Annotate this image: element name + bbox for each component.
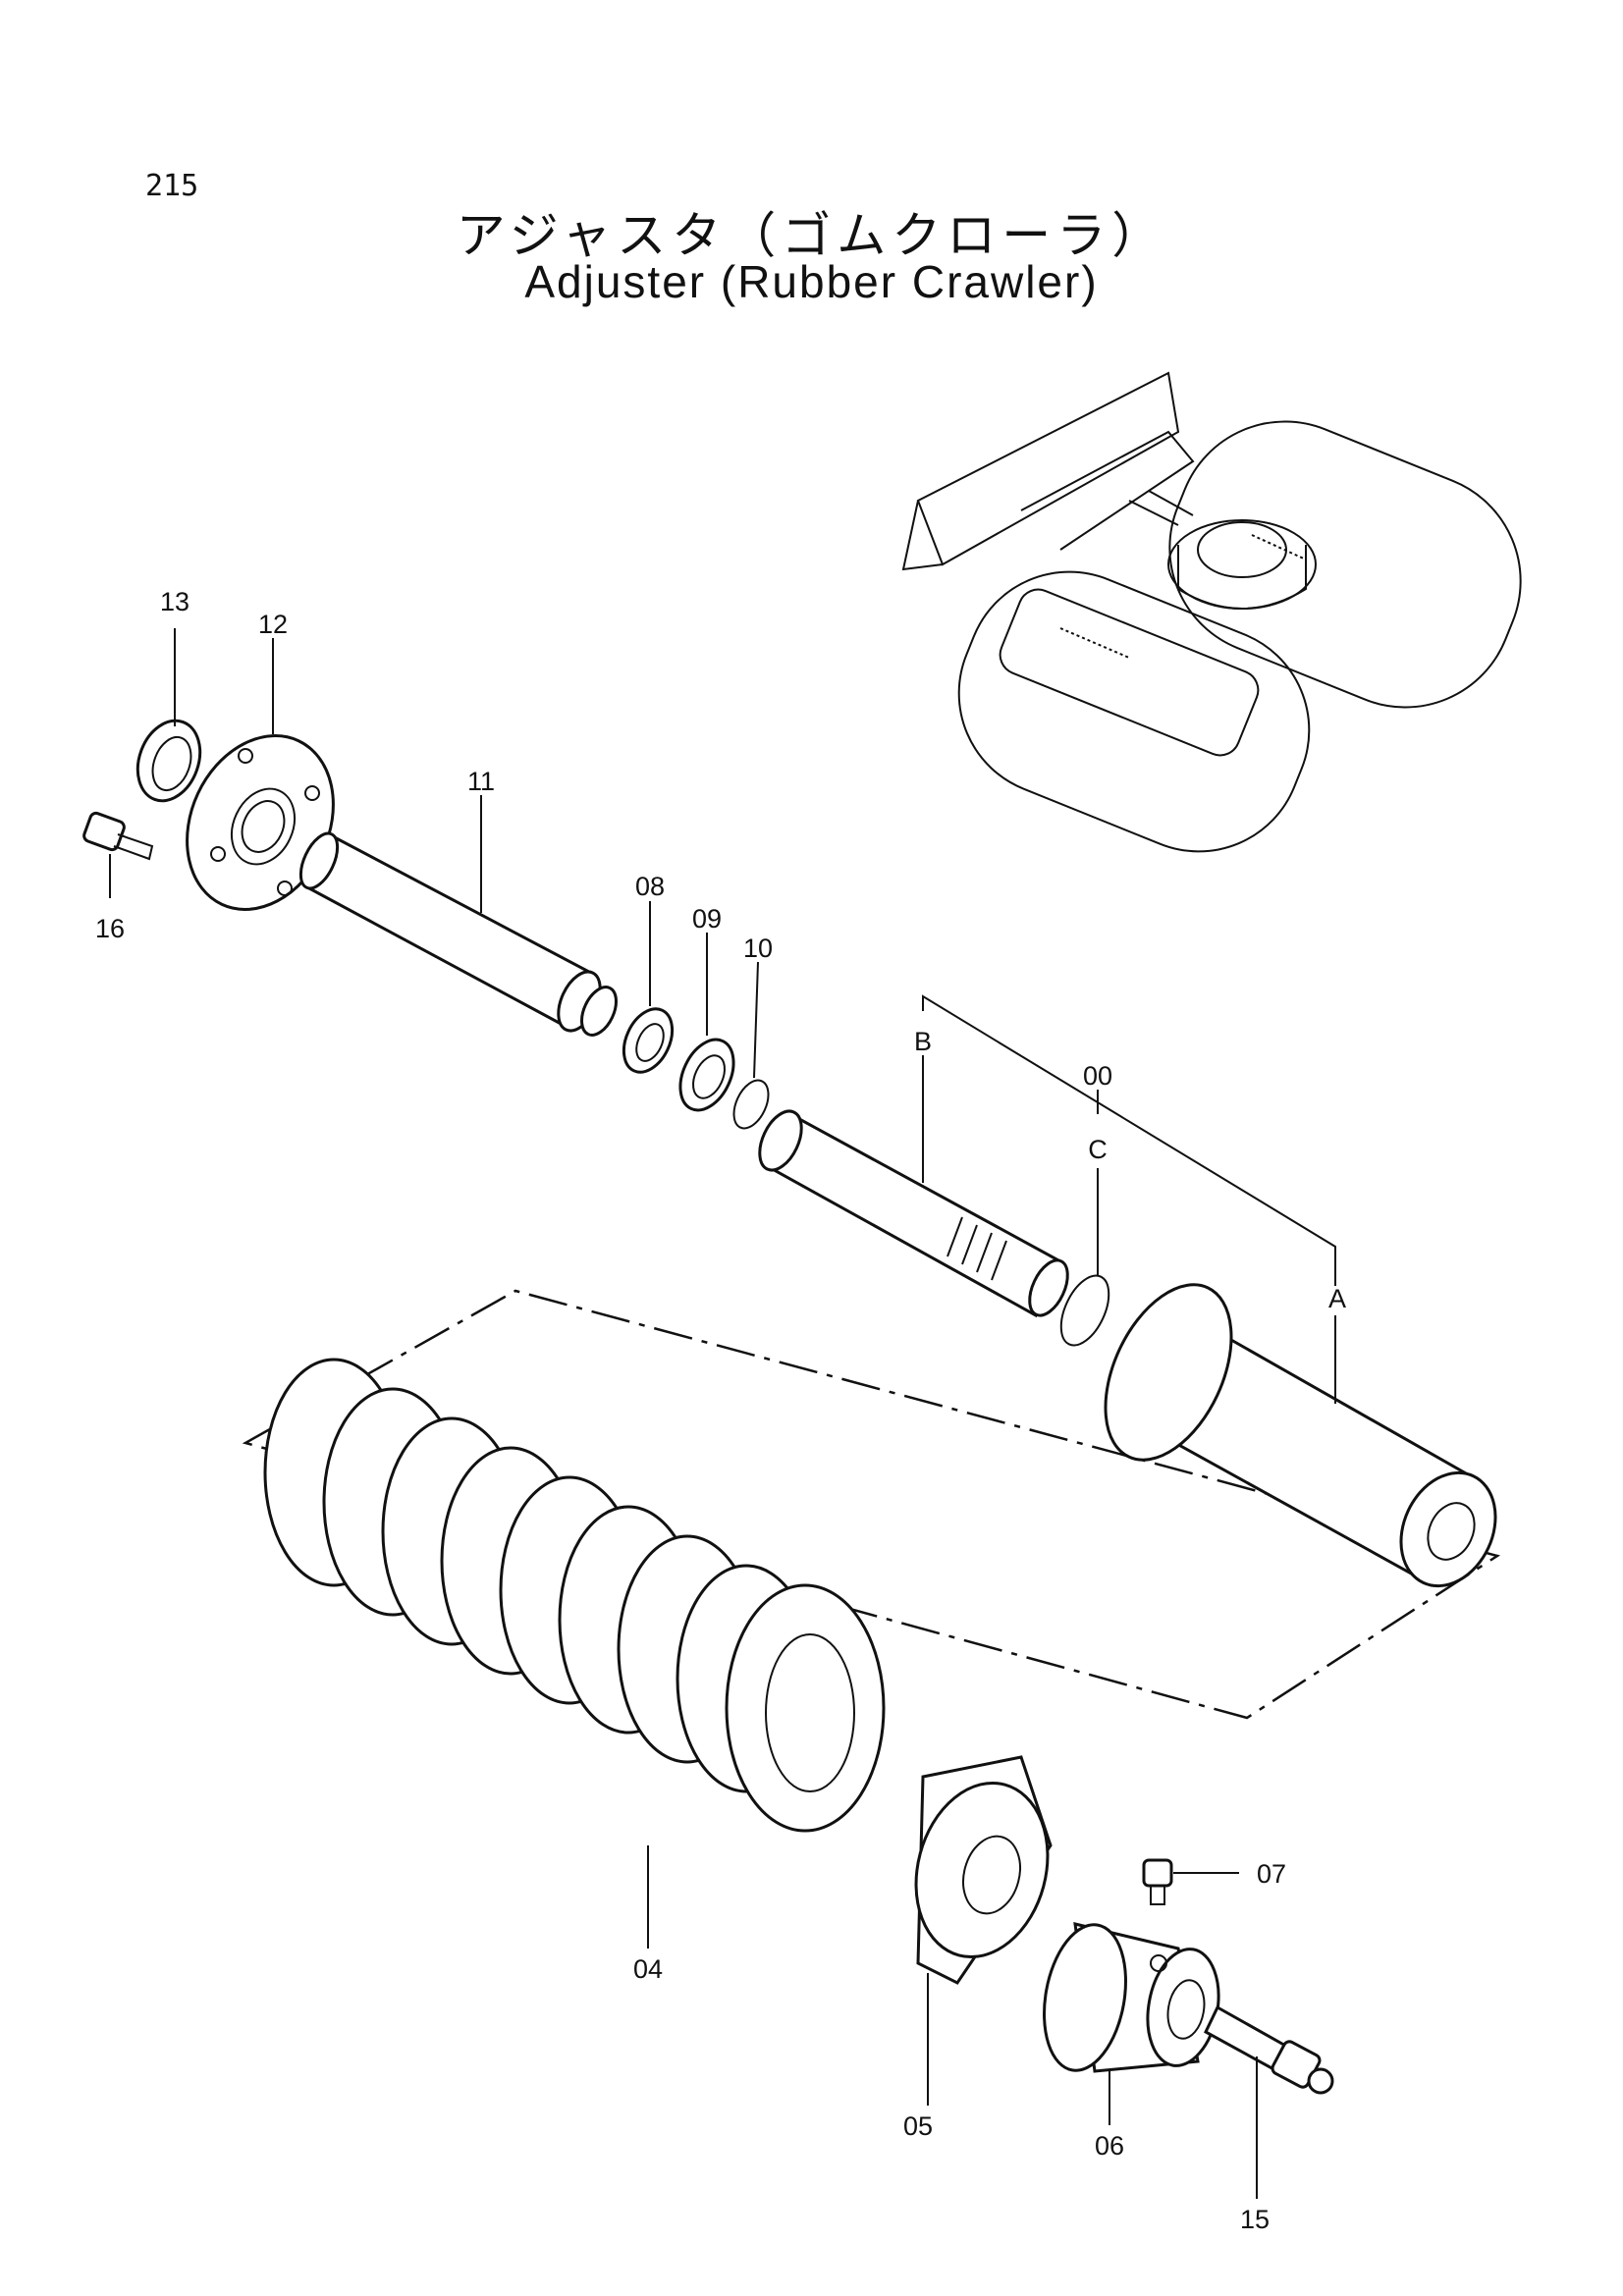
- part-04-spring: [263, 1358, 886, 1833]
- callout-04: 04: [633, 1954, 663, 1984]
- part-10-snap-ring: [732, 1079, 770, 1130]
- callout-09: 09: [692, 904, 722, 934]
- callout-c: C: [1088, 1135, 1108, 1164]
- part-09-ring: [678, 1038, 735, 1112]
- leader-lines: [109, 628, 1336, 2199]
- part-c-o-ring: [1059, 1274, 1110, 1347]
- part-11-rod: [298, 831, 618, 1037]
- callout-a: A: [1328, 1284, 1346, 1313]
- title-english: Adjuster (Rubber Crawler): [524, 256, 1099, 307]
- part-07-plug: [1142, 1858, 1173, 1905]
- callout-07: 07: [1257, 1859, 1286, 1889]
- part-12-flange: [186, 734, 335, 911]
- callout-10: 10: [743, 934, 773, 963]
- machine-overview-illustration: [901, 371, 1522, 853]
- callout-11: 11: [467, 767, 495, 796]
- part-a-cylinder: [1104, 1283, 1497, 1588]
- part-13-seal: [135, 719, 202, 803]
- part-b-piston: [758, 1109, 1069, 1318]
- part-06-adapter: [1043, 1922, 1220, 2073]
- callout-15: 15: [1240, 2205, 1270, 2234]
- callout-05: 05: [903, 2111, 933, 2141]
- callout-08: 08: [635, 872, 665, 901]
- title-japanese: アジャスタ（ゴムクローラ）: [456, 207, 1167, 264]
- callout-13: 13: [160, 587, 189, 616]
- part-08-collar: [622, 1007, 675, 1074]
- callout-16: 16: [95, 914, 125, 943]
- part-16-bolt: [82, 811, 154, 861]
- part-05-spring-seat: [914, 1755, 1053, 1985]
- assembly-outline: [242, 1289, 1501, 1720]
- callout-12: 12: [258, 610, 288, 639]
- callout-b: B: [914, 1027, 932, 1056]
- callout-06: 06: [1095, 2131, 1124, 2161]
- page-number: 215: [145, 169, 199, 203]
- part-15-grease-fitting: [1204, 2004, 1334, 2095]
- callout-00: 00: [1083, 1061, 1112, 1091]
